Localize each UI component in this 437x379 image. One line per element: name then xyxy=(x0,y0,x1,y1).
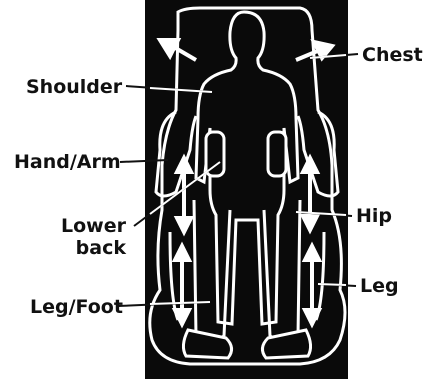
label-hand-arm: Hand/Arm xyxy=(14,151,121,173)
label-leg-foot: Leg/Foot xyxy=(30,296,123,318)
leader-leg-inner xyxy=(318,284,346,285)
label-chest: Chest xyxy=(362,44,423,66)
label-hip: Hip xyxy=(356,205,392,227)
right-hip-airbag xyxy=(268,132,286,176)
label-lower-back-line1: Lower xyxy=(60,215,126,237)
label-shoulder: Shoulder xyxy=(26,76,122,98)
label-lower-back-line2: back xyxy=(60,237,126,259)
label-leg: Leg xyxy=(360,275,399,297)
label-lower-back: Lower back xyxy=(60,215,126,259)
